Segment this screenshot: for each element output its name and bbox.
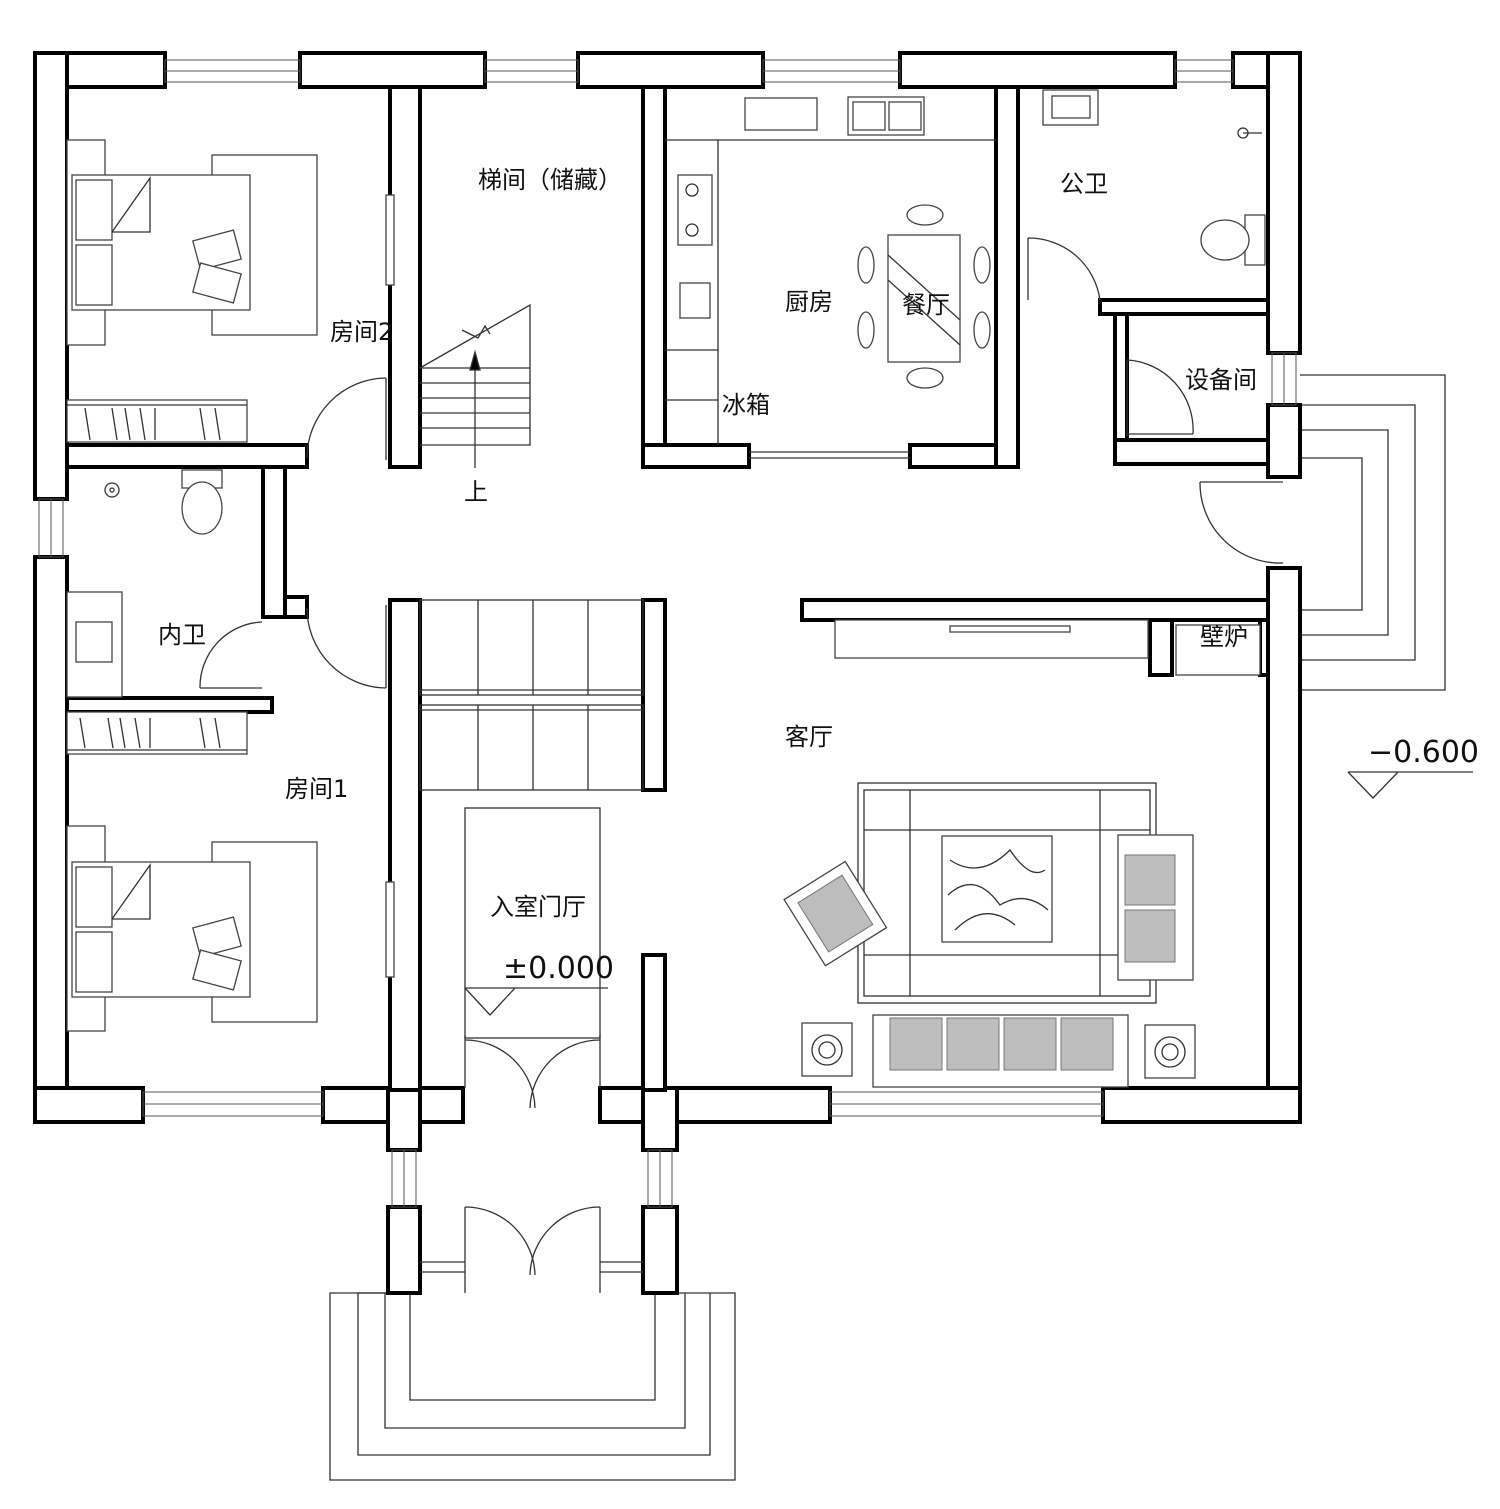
label-dining: 餐厅 bbox=[902, 291, 950, 319]
label-fridge: 冰箱 bbox=[722, 391, 770, 419]
staircase bbox=[419, 303, 644, 1039]
room1-furniture bbox=[66, 711, 395, 1032]
label-room1: 房间1 bbox=[285, 775, 348, 803]
label-equipment-room: 设备间 bbox=[1185, 366, 1257, 394]
label-stair-storage: 梯间（储藏） bbox=[478, 166, 622, 194]
windows bbox=[38, 59, 1297, 1208]
walls bbox=[33, 51, 1302, 1295]
right-steps bbox=[1300, 374, 1446, 691]
label-fireplace: 壁炉 bbox=[1200, 623, 1248, 651]
elevation-outdoor-marker bbox=[1347, 771, 1473, 799]
label-elevation-floor: ±0.000 bbox=[503, 951, 614, 986]
label-public-wc: 公卫 bbox=[1060, 170, 1108, 198]
label-elevation-outdoor: −0.600 bbox=[1368, 735, 1479, 770]
doors bbox=[199, 237, 1284, 1293]
label-living-room: 客厅 bbox=[785, 723, 833, 751]
label-entrance-hall: 入室门厅 bbox=[490, 893, 586, 921]
public-wc-fixtures bbox=[1042, 89, 1266, 266]
inner-wc-fixtures bbox=[66, 469, 223, 698]
room2-furniture bbox=[66, 139, 395, 443]
label-inner-wc: 内卫 bbox=[158, 621, 206, 649]
label-stair-up: 上 bbox=[464, 478, 488, 506]
living-furniture bbox=[783, 619, 1261, 1088]
elevation-floor-marker bbox=[464, 987, 608, 1016]
label-kitchen: 厨房 bbox=[785, 288, 833, 316]
front-steps bbox=[329, 1292, 736, 1481]
kitchen-fixtures bbox=[665, 96, 996, 445]
label-room2: 房间2 bbox=[330, 318, 393, 346]
